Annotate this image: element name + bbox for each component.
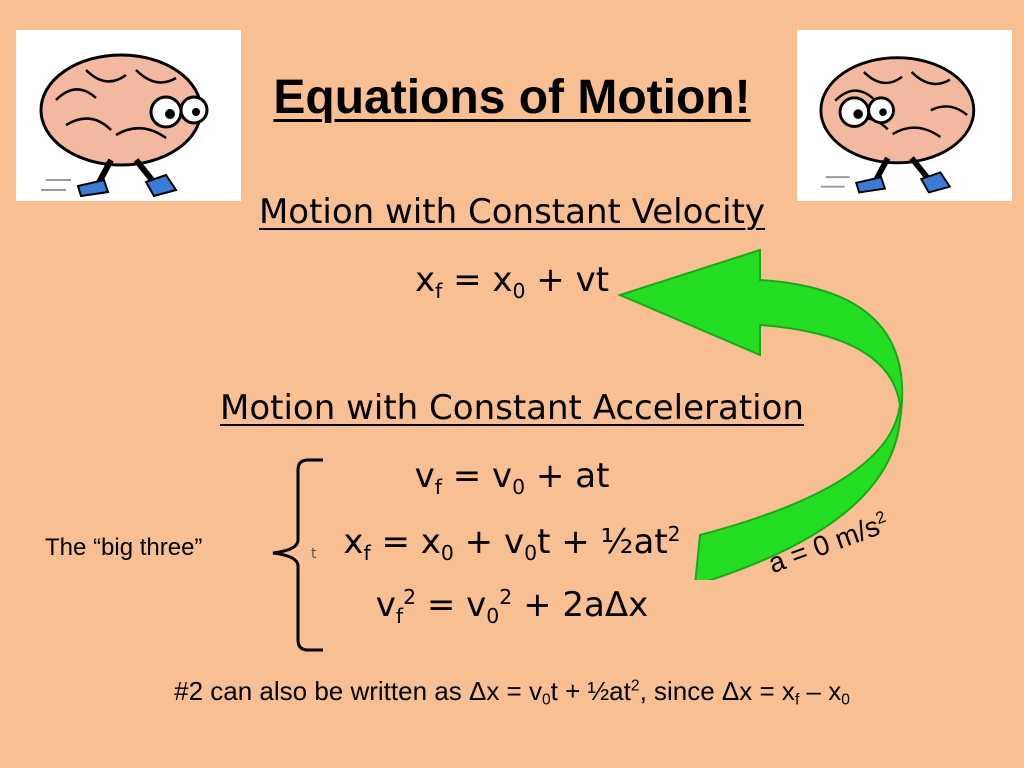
heading-constant-velocity: Motion with Constant Velocity xyxy=(258,192,766,232)
footnote: #2 can also be written as Δx = v0t + ½at… xyxy=(174,676,850,709)
t-mark: t xyxy=(311,546,317,562)
heading-constant-acceleration: Motion with Constant Acceleration xyxy=(220,388,804,428)
equation-velocity-displacement: vf2 = v02 + 2aΔx xyxy=(375,584,649,629)
equation-position-time: xf = x0 + v0t + ½at2 xyxy=(343,521,681,566)
brain-illustration-left xyxy=(16,30,241,201)
big-three-label: The “big three” xyxy=(45,534,203,561)
equation-velocity-time: vf = v0 + at xyxy=(414,456,610,500)
running-brain-icon xyxy=(39,53,209,198)
equation-constant-velocity: xf = x0 + vt xyxy=(414,260,610,304)
running-brain-icon xyxy=(819,56,976,194)
slide-title: Equations of Motion! xyxy=(273,71,751,124)
curly-brace-icon xyxy=(272,458,323,652)
curved-arrow-icon xyxy=(617,248,904,580)
brain-illustration-right xyxy=(797,30,1012,201)
